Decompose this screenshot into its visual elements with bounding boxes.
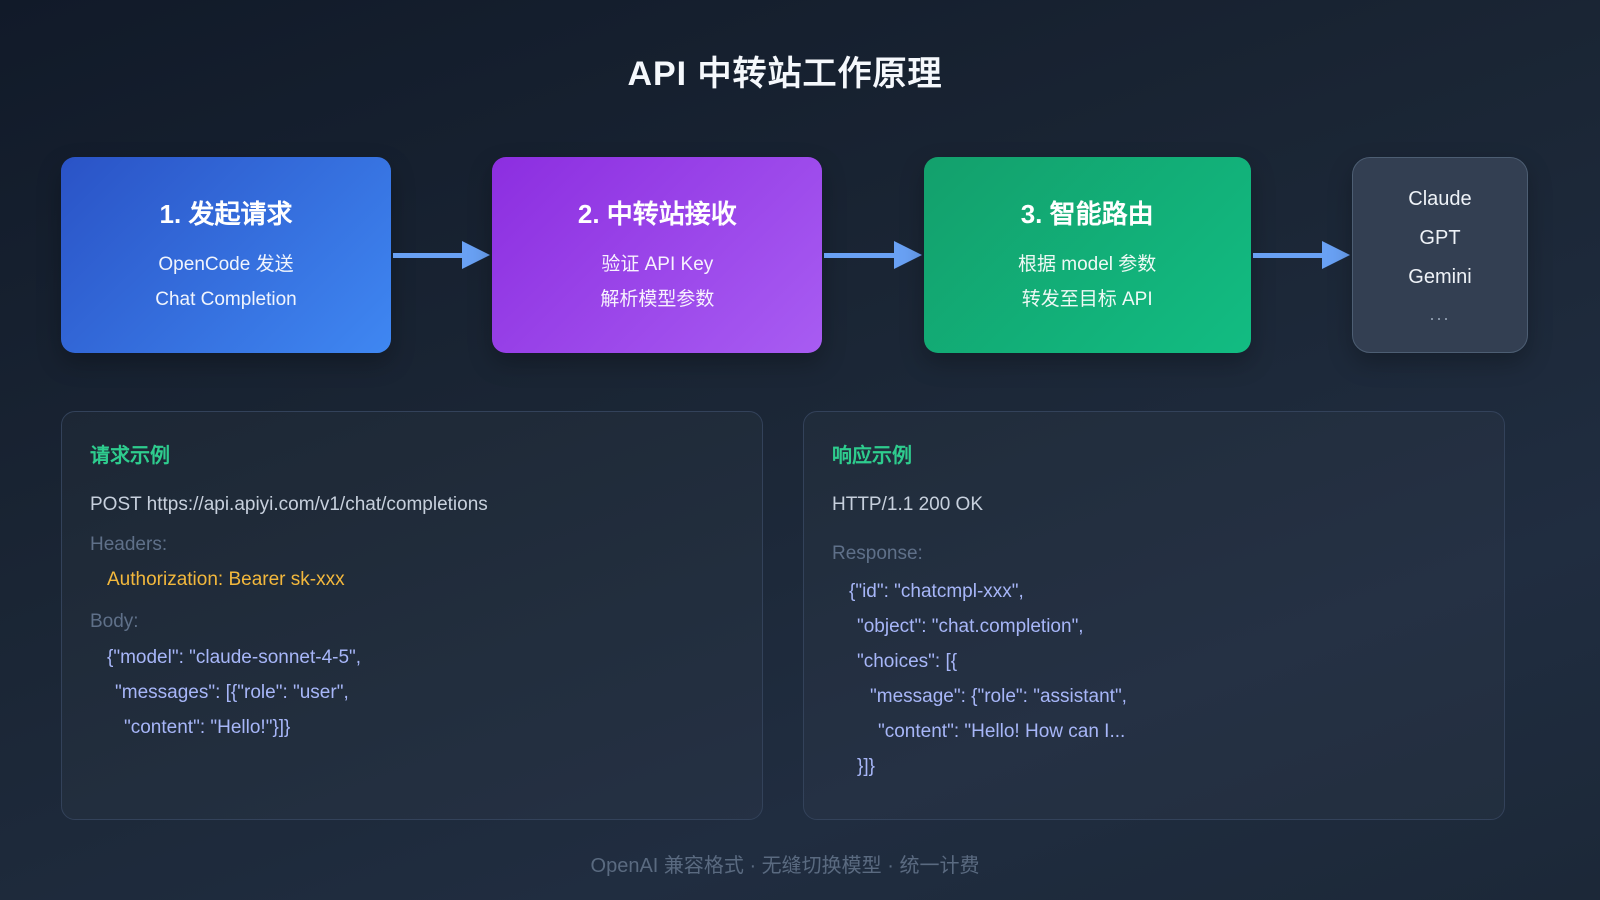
arrow-head <box>893 241 922 269</box>
right-arrow-icon <box>1251 157 1352 353</box>
json-line: "message": {"role": "assistant", <box>870 686 1127 707</box>
flow-diagram: 1. 发起请求 OpenCode 发送 Chat Completion 2. 中… <box>61 157 1528 353</box>
right-arrow-icon <box>391 157 492 353</box>
authorization-header-line: Authorization: Bearer sk-xxx <box>107 569 345 590</box>
response-panel-title: 响应示例 <box>832 445 912 467</box>
arrow-shaft <box>1252 252 1322 258</box>
step-detail: Chat Completion <box>155 288 297 310</box>
step-detail: 根据 model 参数 <box>1018 253 1157 275</box>
json-line: }]} <box>857 756 875 777</box>
json-line: "content": "Hello! How can I... <box>878 721 1126 742</box>
footer-tagline: OpenAI 兼容格式 · 无缝切换模型 · 统一计费 <box>590 855 980 877</box>
request-panel-title: 请求示例 <box>90 445 170 467</box>
flow-step-1-request: 1. 发起请求 OpenCode 发送 Chat Completion <box>61 157 391 353</box>
body-label: Body: <box>90 611 139 632</box>
provider-models-box: Claude GPT Gemini ... <box>1351 157 1528 353</box>
request-example-panel: 请求示例 POST https://api.apiyi.com/v1/chat/… <box>61 411 763 820</box>
http-status-line: HTTP/1.1 200 OK <box>832 494 984 515</box>
json-line: {"model": "claude-sonnet-4-5", <box>107 647 362 668</box>
flow-step-2-relay-receive: 2. 中转站接收 验证 API Key 解析模型参数 <box>492 157 823 353</box>
arrow-head <box>462 241 491 269</box>
step-title: 1. 发起请求 <box>159 198 293 229</box>
json-line: "content": "Hello!"}]} <box>124 717 291 738</box>
json-line: "messages": [{"role": "user", <box>115 682 349 703</box>
step-title: 3. 智能路由 <box>1020 198 1154 229</box>
step-detail: 验证 API Key <box>601 253 714 275</box>
arrow-shaft <box>824 252 894 258</box>
ellipsis-icon: ... <box>1429 303 1451 324</box>
flow-step-3-smart-routing: 3. 智能路由 根据 model 参数 转发至目标 API <box>923 157 1251 353</box>
page-title: API 中转站工作原理 <box>627 55 943 93</box>
headers-label: Headers: <box>90 534 168 555</box>
request-method-line: POST https://api.apiyi.com/v1/chat/compl… <box>90 494 488 515</box>
step-detail: 解析模型参数 <box>600 288 715 310</box>
step-detail: OpenCode 发送 <box>158 253 294 275</box>
json-line: {"id": "chatcmpl-xxx", <box>849 581 1024 602</box>
provider-gemini: Gemini <box>1408 265 1472 288</box>
right-arrow-icon <box>822 157 923 353</box>
step-detail: 转发至目标 API <box>1021 288 1153 310</box>
json-line: "choices": [{ <box>857 651 958 672</box>
provider-gpt: GPT <box>1419 226 1461 249</box>
step-title: 2. 中转站接收 <box>577 198 737 229</box>
provider-claude: Claude <box>1408 187 1472 210</box>
arrow-head <box>1321 241 1350 269</box>
code-examples: 请求示例 POST https://api.apiyi.com/v1/chat/… <box>61 411 1505 820</box>
response-label: Response: <box>832 543 923 564</box>
response-example-panel: 响应示例 HTTP/1.1 200 OK Response: {"id": "c… <box>803 411 1505 820</box>
arrow-shaft <box>393 252 463 258</box>
json-line: "object": "chat.completion", <box>857 616 1084 637</box>
